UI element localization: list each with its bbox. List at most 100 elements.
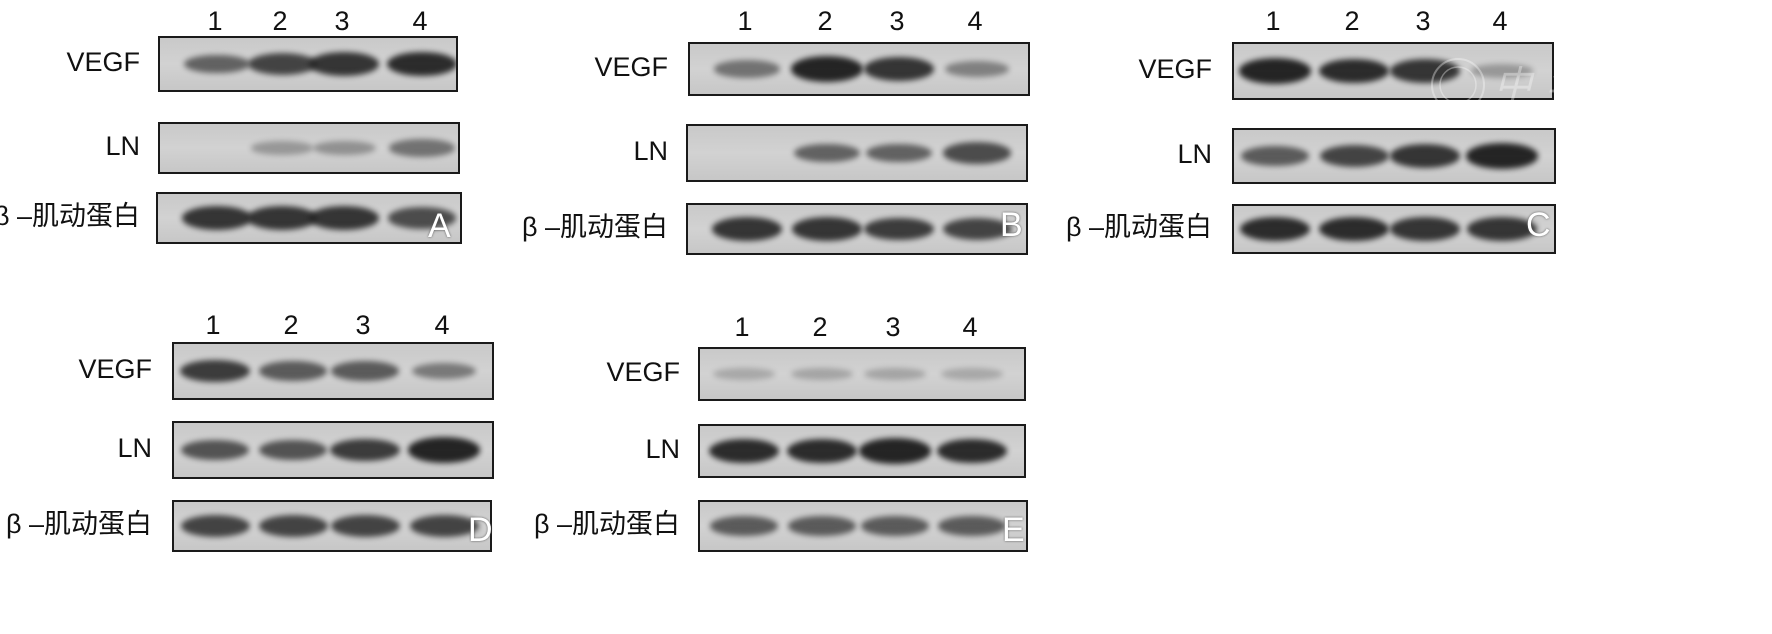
protein-band	[1389, 217, 1461, 241]
protein-band	[941, 368, 1003, 380]
protein-band	[308, 206, 380, 230]
blot-strip	[158, 36, 458, 92]
protein-band	[409, 515, 479, 537]
blot-strip	[1232, 42, 1554, 100]
row-label-beta-actin: β –肌动蛋白	[1065, 212, 1212, 242]
protein-band	[865, 143, 933, 163]
blot-strip	[688, 42, 1030, 96]
blot-strip	[156, 192, 462, 244]
protein-band	[788, 516, 856, 536]
protein-band	[389, 139, 455, 157]
protein-band	[938, 516, 1006, 536]
lane-number: 4	[962, 312, 978, 342]
lane-number: 3	[334, 6, 350, 36]
lane-number: 3	[355, 310, 371, 340]
protein-band	[308, 52, 380, 76]
protein-band	[942, 218, 1012, 240]
protein-band	[259, 439, 327, 461]
protein-band	[944, 61, 1010, 77]
lane-number: 1	[737, 6, 753, 36]
protein-band	[330, 438, 400, 462]
protein-band	[411, 362, 477, 380]
protein-band	[1389, 59, 1461, 83]
lane-number: 2	[1344, 6, 1360, 36]
lane-number: 3	[885, 312, 901, 342]
row-label-vegf: VEGF	[1138, 54, 1212, 84]
protein-band	[330, 515, 400, 537]
lane-number: 2	[283, 310, 299, 340]
protein-band	[408, 437, 480, 463]
lane-number: 2	[812, 312, 828, 342]
protein-band	[1389, 144, 1461, 168]
protein-band	[1318, 216, 1390, 242]
protein-band	[250, 141, 314, 155]
lane-number: 4	[412, 6, 428, 36]
lane-number: 4	[434, 310, 450, 340]
blot-strip	[698, 347, 1026, 401]
protein-band	[259, 361, 327, 381]
protein-band	[786, 438, 858, 464]
row-label-beta-actin: β –肌动蛋白	[5, 509, 152, 539]
protein-band	[1470, 64, 1534, 78]
panel-letter: D	[468, 511, 493, 549]
protein-band	[180, 359, 250, 383]
blot-strip	[686, 124, 1028, 182]
protein-band	[246, 206, 318, 230]
protein-band	[183, 54, 251, 74]
protein-band	[1239, 58, 1311, 84]
lane-number: 4	[967, 6, 983, 36]
protein-band	[1318, 58, 1390, 84]
protein-band	[258, 515, 328, 537]
protein-band	[1466, 217, 1538, 241]
row-label-beta-actin: β –肌动蛋白	[0, 201, 140, 231]
protein-band	[863, 57, 935, 81]
blot-strip	[172, 421, 494, 479]
row-label-ln: LN	[105, 131, 140, 161]
lane-number: 2	[817, 6, 833, 36]
lane-number: 1	[205, 310, 221, 340]
protein-band	[1241, 146, 1309, 166]
protein-band	[1319, 145, 1389, 167]
blot-strip	[1232, 204, 1556, 254]
row-label-ln: LN	[645, 434, 680, 464]
row-label-vegf: VEGF	[78, 354, 152, 384]
protein-band	[791, 217, 863, 241]
protein-band	[710, 516, 778, 536]
row-label-vegf: VEGF	[66, 47, 140, 77]
lane-number: 1	[207, 6, 223, 36]
lane-number: 2	[272, 6, 288, 36]
protein-band	[1239, 216, 1311, 242]
protein-band	[181, 206, 253, 230]
lane-number: 1	[1265, 6, 1281, 36]
protein-band	[1466, 143, 1538, 169]
protein-band	[713, 368, 775, 380]
protein-band	[859, 438, 931, 464]
blot-strip	[172, 500, 492, 552]
blot-strip	[698, 424, 1026, 478]
lane-number: 3	[889, 6, 905, 36]
row-label-ln: LN	[1177, 139, 1212, 169]
protein-band	[181, 439, 249, 461]
protein-band	[936, 438, 1008, 464]
row-label-beta-actin: β –肌动蛋白	[533, 509, 680, 539]
protein-band	[791, 368, 853, 380]
blot-strip	[158, 122, 460, 174]
protein-band	[793, 143, 861, 163]
protein-band	[247, 53, 317, 75]
protein-band	[711, 217, 783, 241]
panel-letter: B	[1000, 206, 1023, 244]
protein-band	[791, 56, 863, 82]
lane-number: 1	[734, 312, 750, 342]
protein-band	[942, 142, 1012, 164]
protein-band	[387, 207, 457, 229]
panel-letter: C	[1526, 206, 1551, 244]
protein-band	[708, 438, 780, 464]
protein-band	[864, 368, 926, 380]
protein-band	[864, 217, 934, 241]
row-label-vegf: VEGF	[606, 357, 680, 387]
lane-number: 4	[1492, 6, 1508, 36]
row-label-ln: LN	[117, 433, 152, 463]
row-label-vegf: VEGF	[594, 52, 668, 82]
protein-band	[312, 141, 376, 155]
